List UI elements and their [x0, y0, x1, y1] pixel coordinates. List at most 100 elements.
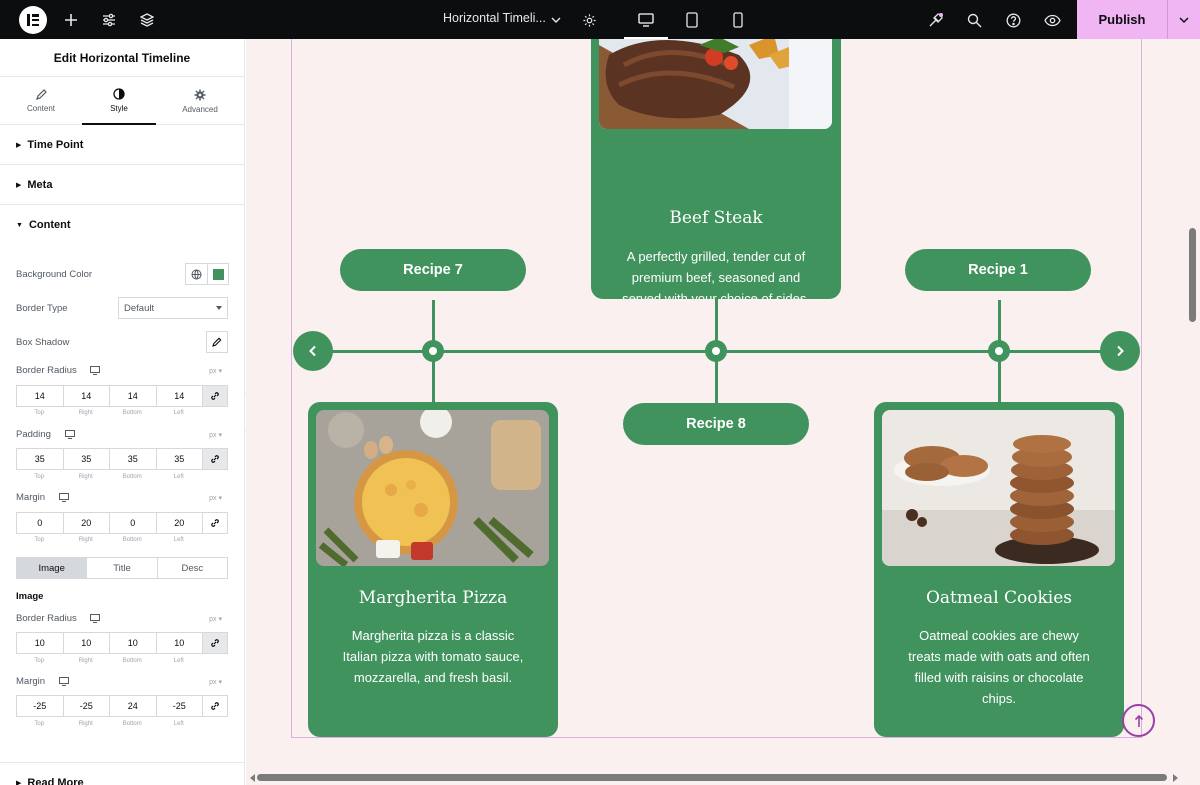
- vertical-scrollbar[interactable]: [1189, 228, 1196, 322]
- dim-bottom-input[interactable]: 24: [109, 695, 156, 717]
- style-contrast-icon: [113, 87, 125, 100]
- dim-bottom-input[interactable]: 14: [109, 385, 156, 407]
- timeline-point[interactable]: [705, 340, 727, 362]
- tab-style-label: Style: [110, 103, 128, 113]
- preview-eye-icon[interactable]: [1041, 9, 1063, 31]
- link-values-icon[interactable]: [202, 385, 228, 407]
- timeline-point[interactable]: [988, 340, 1010, 362]
- desktop-view-tab[interactable]: [624, 0, 668, 39]
- add-element-icon[interactable]: [60, 9, 82, 31]
- notifications-rocket-icon[interactable]: [925, 9, 947, 31]
- timeline-card: Margherita Pizza Margherita pizza is a c…: [308, 402, 558, 737]
- help-icon[interactable]: [1002, 9, 1024, 31]
- image-border-radius-label: Border Radius: [16, 613, 77, 624]
- dim-label-bottom: Bottom: [122, 658, 142, 664]
- scroll-left-icon[interactable]: [250, 774, 256, 782]
- dim-left-input[interactable]: 20: [155, 512, 202, 534]
- link-values-icon[interactable]: [202, 512, 228, 534]
- dim-right-input[interactable]: 10: [62, 632, 109, 654]
- tab-advanced[interactable]: Advanced: [163, 77, 237, 125]
- dim-labels: Top Right Bottom Left: [16, 410, 202, 416]
- box-shadow-edit-button[interactable]: [206, 331, 228, 353]
- dim-bottom-input[interactable]: 35: [109, 448, 156, 470]
- dim-label-left: Left: [173, 537, 184, 543]
- link-values-icon[interactable]: [202, 632, 228, 654]
- section-meta[interactable]: ▶ Meta: [0, 165, 244, 205]
- timeline-point[interactable]: [422, 340, 444, 362]
- dim-top-input[interactable]: 0: [16, 512, 63, 534]
- link-values-icon[interactable]: [202, 448, 228, 470]
- dim-left-input[interactable]: -25: [155, 695, 202, 717]
- global-colors-icon[interactable]: [185, 263, 207, 285]
- pencil-icon: [212, 337, 222, 347]
- timeline-next-button[interactable]: [1100, 331, 1140, 371]
- unit-selector[interactable]: px ▾: [209, 368, 222, 375]
- background-color-label: Background Color: [16, 269, 93, 280]
- unit-selector[interactable]: px ▾: [209, 432, 222, 439]
- caret-down-icon: [216, 306, 222, 310]
- desktop-icon[interactable]: [65, 430, 75, 439]
- tablet-icon[interactable]: [681, 9, 703, 31]
- panel-title: Edit Horizontal Timeline: [0, 39, 244, 77]
- desktop-icon[interactable]: [635, 9, 657, 31]
- search-icon[interactable]: [963, 9, 985, 31]
- link-values-icon[interactable]: [202, 695, 228, 717]
- dim-right-input[interactable]: 14: [62, 385, 109, 407]
- dim-top-input[interactable]: 10: [16, 632, 63, 654]
- card-title: Oatmeal Cookies: [925, 588, 1073, 608]
- section-content[interactable]: ▼ Content: [0, 205, 244, 245]
- image-margin-inputs: -25 -25 24 -25: [16, 695, 228, 717]
- dim-label-right: Right: [78, 474, 93, 480]
- timeline-date-pill: Recipe 1: [905, 249, 1091, 291]
- timeline-prev-button[interactable]: [293, 331, 333, 371]
- border-type-select[interactable]: Default: [118, 297, 228, 319]
- chevron-left-icon: [309, 345, 316, 357]
- dim-label-right: Right: [78, 537, 93, 543]
- publish-options-chevron-icon[interactable]: [1167, 0, 1200, 39]
- dim-left-input[interactable]: 14: [155, 385, 202, 407]
- mobile-icon[interactable]: [727, 9, 749, 31]
- dim-right-input[interactable]: 35: [62, 448, 109, 470]
- unit-selector[interactable]: px ▾: [209, 616, 222, 623]
- unit-selector[interactable]: px ▾: [209, 495, 222, 502]
- dim-left-input[interactable]: 35: [155, 448, 202, 470]
- dim-bottom-input[interactable]: 0: [109, 512, 156, 534]
- dim-top-input[interactable]: 35: [16, 448, 63, 470]
- tab-content[interactable]: Content: [4, 77, 78, 125]
- desktop-icon[interactable]: [59, 493, 69, 502]
- site-settings-icon[interactable]: [98, 9, 120, 31]
- desktop-icon[interactable]: [59, 677, 69, 686]
- dim-right-input[interactable]: 20: [62, 512, 109, 534]
- image-heading: Image: [16, 591, 44, 602]
- tab-style[interactable]: Style: [82, 77, 156, 125]
- scroll-right-icon[interactable]: [1172, 774, 1178, 782]
- seg-tab-title[interactable]: Title: [87, 558, 158, 578]
- dim-label-right: Right: [78, 721, 93, 727]
- page-settings-gear-icon[interactable]: [578, 9, 600, 31]
- section-time-point[interactable]: ▶ Time Point: [0, 125, 244, 165]
- section-read-more[interactable]: ▶ Read More: [0, 762, 244, 785]
- dim-top-input[interactable]: -25: [16, 695, 63, 717]
- elementor-logo-icon[interactable]: [19, 6, 47, 34]
- dim-left-input[interactable]: 10: [155, 632, 202, 654]
- desktop-icon[interactable]: [90, 366, 100, 375]
- scroll-to-top-button[interactable]: [1122, 704, 1155, 737]
- structure-layers-icon[interactable]: [136, 9, 158, 31]
- seg-tab-image[interactable]: Image: [17, 558, 88, 578]
- image-border-radius-inputs: 10 10 10 10: [16, 632, 228, 654]
- horizontal-scrollbar[interactable]: [257, 774, 1167, 781]
- border-type-value: Default: [124, 302, 155, 314]
- desktop-icon[interactable]: [90, 614, 100, 623]
- dim-top-input[interactable]: 14: [16, 385, 63, 407]
- background-color-swatch[interactable]: [207, 263, 229, 285]
- seg-tab-desc[interactable]: Desc: [181, 562, 204, 574]
- publish-button[interactable]: Publish: [1077, 0, 1167, 39]
- chevron-down-icon[interactable]: [545, 9, 567, 31]
- document-title[interactable]: Horizontal Timeli...: [443, 11, 546, 25]
- dim-right-input[interactable]: -25: [62, 695, 109, 717]
- section-meta-label: Meta: [27, 178, 53, 191]
- unit-selector[interactable]: px ▾: [209, 679, 222, 686]
- dim-bottom-input[interactable]: 10: [109, 632, 156, 654]
- border-type-label: Border Type: [16, 303, 68, 314]
- arrow-up-icon: [1134, 714, 1143, 727]
